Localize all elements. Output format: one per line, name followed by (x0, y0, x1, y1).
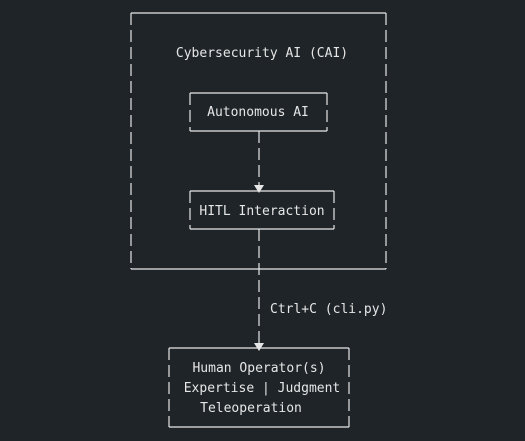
autonomous-ai-label: Autonomous AI (207, 105, 309, 120)
edge-hitl-to-human-label: Ctrl+C (cli.py) (270, 302, 387, 317)
human-operator-node: Human Operator(s) Expertise | Judgment T… (168, 347, 350, 428)
arrowhead-down-icon (254, 343, 264, 351)
human-operator-line-3: Teleoperation (200, 401, 302, 416)
hitl-interaction-label: HITL Interaction (199, 204, 324, 219)
cai-container: Cybersecurity AI (CAI) (130, 12, 387, 270)
human-operator-line-2: Expertise | Judgment (184, 381, 341, 396)
arrowhead-down-icon (254, 185, 264, 193)
hitl-interaction-node: HITL Interaction (189, 190, 335, 230)
human-operator-line-1: Human Operator(s) (192, 361, 325, 376)
autonomous-ai-node: Autonomous AI (189, 92, 328, 132)
edge-hitl-to-human: Ctrl+C (cli.py) (254, 229, 387, 351)
edge-ai-to-hitl (254, 131, 264, 193)
cai-container-title: Cybersecurity AI (CAI) (176, 46, 348, 61)
